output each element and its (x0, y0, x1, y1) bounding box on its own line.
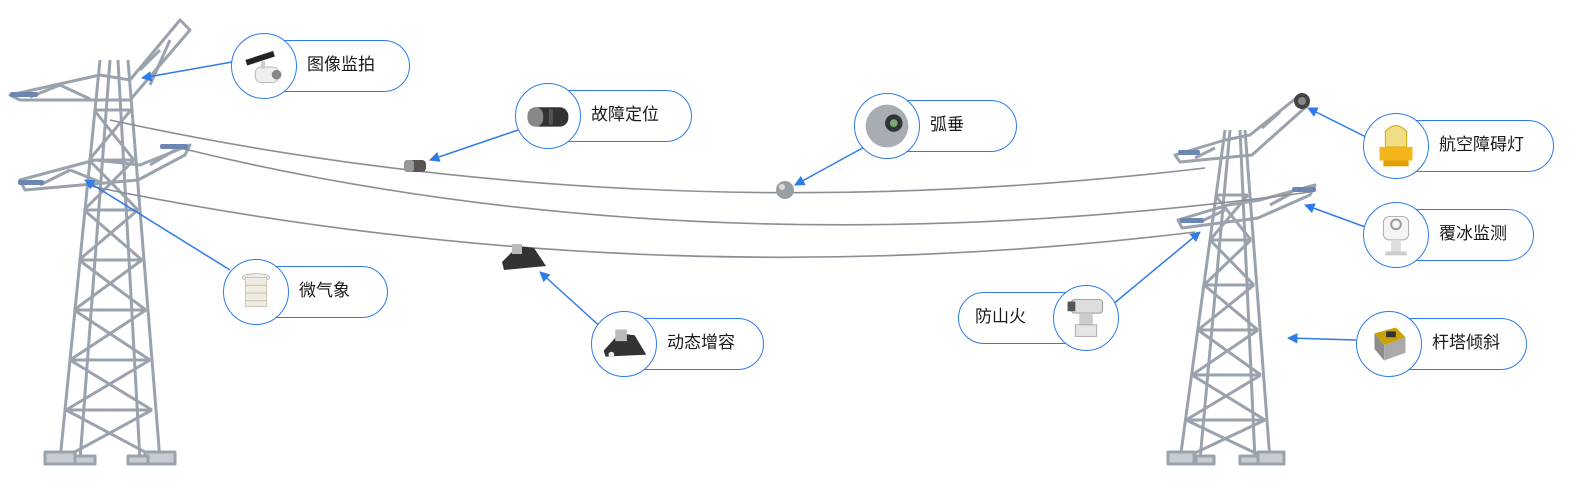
sag-sensor-device (776, 181, 794, 199)
conductors (84, 119, 1311, 259)
fault-locator-device (404, 160, 426, 172)
callout-ice-monitor: 覆冰监测 (1363, 202, 1534, 268)
capacity-clamp-icon (591, 311, 657, 377)
aviation-light-device (1294, 93, 1310, 109)
callout-micro-weather: 微气象 (223, 259, 388, 325)
tilt-sensor-icon (1356, 311, 1422, 377)
capacity-clamp-device (502, 244, 546, 270)
ice-sensor-icon (1363, 202, 1429, 268)
callout-label: 防山火 (975, 307, 1026, 327)
conductor-upper (109, 119, 1206, 194)
callout-label: 动态增容 (667, 333, 735, 353)
weather-station-icon (223, 259, 289, 325)
callout-sag: 弧垂 (854, 93, 1017, 159)
conductor-middle (179, 147, 1311, 226)
callout-aviation-light: 航空障碍灯 (1363, 113, 1554, 179)
callout-label: 图像监拍 (307, 55, 375, 75)
callout-label: 杆塔倾斜 (1432, 333, 1500, 353)
insulators (10, 92, 1316, 223)
camera-icon (231, 33, 297, 99)
sag-sensor-icon (854, 93, 920, 159)
callout-label: 微气象 (299, 281, 350, 301)
callout-label: 覆冰监测 (1439, 224, 1507, 244)
ptz-camera-icon (1053, 285, 1119, 351)
fault-locator-icon (515, 83, 581, 149)
callout-tower-tilt: 杆塔倾斜 (1356, 311, 1527, 377)
callout-label: 弧垂 (930, 115, 964, 135)
callout-arrows (84, 61, 1373, 344)
callout-label: 航空障碍灯 (1439, 135, 1524, 155)
callout-fire-prevention: 防山火 (958, 285, 1119, 351)
callout-dynamic-capacity: 动态增容 (591, 311, 764, 377)
callout-label: 故障定位 (591, 105, 659, 125)
callout-image-monitor: 图像监拍 (231, 33, 410, 99)
right-tower (1166, 93, 1317, 466)
conductor-lower (84, 184, 1196, 259)
callout-fault-location: 故障定位 (515, 83, 692, 149)
aviation-light-icon (1363, 113, 1429, 179)
left-tower (8, 18, 192, 466)
